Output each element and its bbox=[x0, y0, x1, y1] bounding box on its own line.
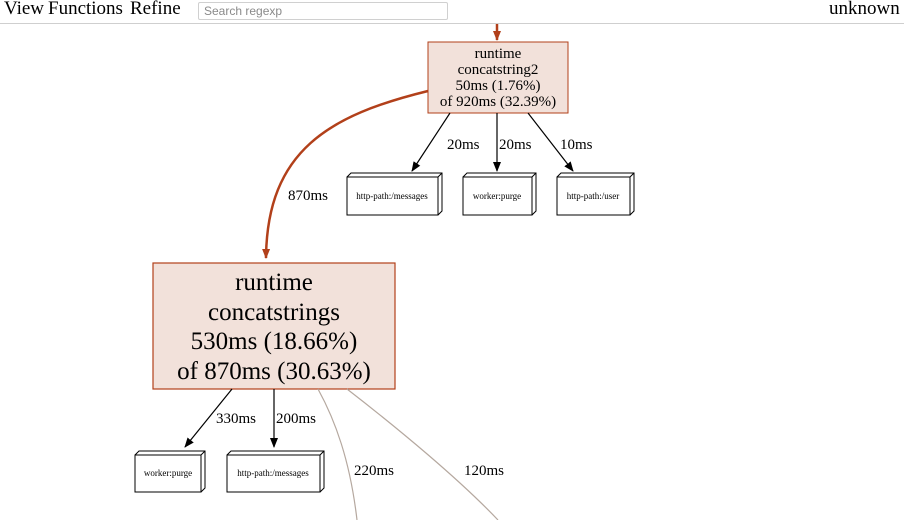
edge-concatstring2-concatstrings[interactable] bbox=[262, 89, 429, 259]
sample-type-label[interactable]: unknown bbox=[829, 0, 900, 19]
edge-concatstring2-user[interactable] bbox=[527, 112, 574, 172]
search-input[interactable] bbox=[198, 2, 448, 20]
node-concatstring2-flat: 50ms (1.76%) bbox=[456, 78, 541, 94]
node-concatstring2-name: concatstring2 bbox=[458, 62, 539, 78]
edge-label-purge-2: 330ms bbox=[216, 411, 256, 427]
tag-node-user-1[interactable]: http-path:/user bbox=[556, 172, 635, 216]
functions-menu[interactable]: Functions bbox=[48, 0, 123, 19]
node-concatstrings-cum: of 870ms (30.63%) bbox=[177, 358, 371, 385]
node-concatstring2-package: runtime bbox=[475, 46, 522, 62]
tag-label-purge-1: worker:purge bbox=[473, 191, 521, 201]
edge-concatstrings-out-1[interactable] bbox=[317, 388, 358, 520]
tag-label-messages-2: http-path:/messages bbox=[237, 468, 309, 478]
edge-label-messages-2: 200ms bbox=[276, 411, 316, 427]
edge-label-messages-1: 20ms bbox=[447, 137, 480, 153]
node-concatstring2[interactable]: runtime concatstring2 50ms (1.76%) of 92… bbox=[427, 41, 569, 114]
edge-label-purge-1: 20ms bbox=[499, 137, 532, 153]
edge-label-user-1: 10ms bbox=[560, 137, 593, 153]
call-graph[interactable]: runtime concatstring2 50ms (1.76%) of 92… bbox=[0, 24, 904, 520]
tag-label-purge-2: worker:purge bbox=[144, 468, 192, 478]
node-concatstrings-name: concatstrings bbox=[208, 299, 340, 326]
edge-concatstrings-out-2[interactable] bbox=[346, 388, 499, 520]
tag-node-purge-1[interactable]: worker:purge bbox=[462, 172, 537, 216]
tag-label-messages-1: http-path:/messages bbox=[356, 191, 428, 201]
tag-node-messages-1[interactable]: http-path:/messages bbox=[346, 172, 443, 216]
edge-label-out-1: 220ms bbox=[354, 463, 394, 479]
node-concatstrings-package: runtime bbox=[235, 269, 313, 296]
tag-node-purge-2[interactable]: worker:purge bbox=[134, 450, 206, 493]
edge-concatstring2-messages[interactable] bbox=[411, 112, 451, 172]
node-concatstring2-cum: of 920ms (32.39%) bbox=[440, 94, 556, 110]
edge-concatstrings-purge[interactable] bbox=[184, 388, 233, 448]
edge-label-out-2: 120ms bbox=[464, 463, 504, 479]
view-menu[interactable]: View bbox=[4, 0, 45, 19]
edge-label-to-concatstrings: 870ms bbox=[288, 188, 328, 204]
refine-menu[interactable]: Refine bbox=[130, 0, 181, 19]
tag-node-messages-2[interactable]: http-path:/messages bbox=[226, 450, 325, 493]
node-concatstrings[interactable]: runtime concatstrings 530ms (18.66%) of … bbox=[152, 262, 396, 390]
tag-label-user-1: http-path:/user bbox=[567, 191, 620, 201]
call-graph-svg: runtime concatstring2 50ms (1.76%) of 92… bbox=[134, 24, 635, 520]
toolbar: View Functions Refine unknown bbox=[0, 0, 904, 24]
node-concatstrings-flat: 530ms (18.66%) bbox=[191, 328, 358, 355]
